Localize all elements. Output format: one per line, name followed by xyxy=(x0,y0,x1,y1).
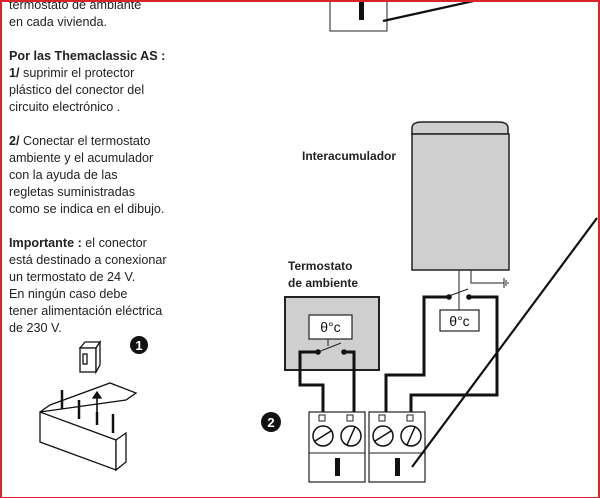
step2-line: ambiente y el acumulador xyxy=(9,151,154,165)
important-line: de 230 V. xyxy=(9,321,62,335)
important-line: tener alimentación eléctrica xyxy=(9,304,163,318)
step2-line: como se indica en el dibujo. xyxy=(9,202,165,216)
room-thermostat: θ°c xyxy=(284,296,380,371)
tank-label: Interacumulador xyxy=(302,149,396,163)
step2-line: con la ayuda de las xyxy=(9,168,118,182)
themaclassic-heading: Por las Themaclassic AS : xyxy=(9,49,166,63)
svg-text:1: 1 xyxy=(135,338,142,353)
step1-line: circuito electrónico . xyxy=(9,100,121,114)
svg-text:2: 2 xyxy=(267,415,274,430)
wires xyxy=(298,295,499,412)
important-line: un termostato de 24 V. xyxy=(9,270,136,284)
intro-line: termostato de ambiante xyxy=(9,0,142,12)
ground-icon xyxy=(503,278,509,288)
step2-line: Conectar el termostato xyxy=(23,134,151,148)
terminal-blocks xyxy=(308,411,426,483)
step1-line: plástico del conector del xyxy=(9,83,145,97)
tank-thermostat-symbol: θ°c xyxy=(449,313,469,329)
room-thermostat-label: Termostato xyxy=(288,259,352,273)
important-label: Importante : xyxy=(9,236,82,250)
room-thermostat-symbol: θ°c xyxy=(320,319,340,335)
intro-line: en cada vivienda. xyxy=(9,15,108,29)
top-terminal-block xyxy=(329,0,479,32)
step2-number: 2/ xyxy=(9,134,20,148)
step1-number: 1/ xyxy=(9,66,20,80)
important-line: está destinado a conexionar xyxy=(9,253,167,267)
room-thermostat-label: de ambiente xyxy=(288,276,358,290)
instructions-text: termostato de ambiante en cada vivienda.… xyxy=(9,0,209,337)
important-line: el conector xyxy=(85,236,147,250)
step2-line: regletas suministradas xyxy=(9,185,135,199)
step-badge-1: 1 xyxy=(130,336,148,354)
interacumulador-tank: θ°c xyxy=(411,121,510,332)
step1-line: suprimir el protector xyxy=(23,66,135,80)
important-line: En ningún caso debe xyxy=(9,287,128,301)
step-badge-2: 2 xyxy=(261,412,281,432)
screw-icon xyxy=(312,425,422,447)
leader-line xyxy=(411,217,598,468)
connector-illustration xyxy=(39,339,138,472)
